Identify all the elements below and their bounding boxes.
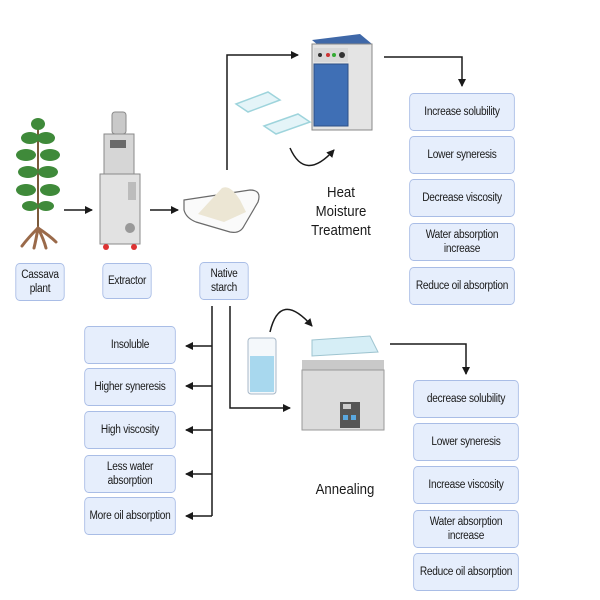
arrow-starch-to-annealing	[229, 306, 291, 412]
glass-tray-icon	[234, 91, 312, 135]
extractor-machine-icon	[99, 111, 141, 250]
arrow-starch-to-hmt	[226, 51, 299, 170]
native-property: More oil absorption	[84, 497, 176, 535]
annealing-label: Annealing	[315, 481, 375, 498]
hmt-effect: Lower syneresis	[409, 136, 515, 174]
starch-tray-icon	[183, 187, 260, 233]
cassava-plant-icon	[16, 118, 60, 250]
annealing-effect: decrease solubility	[413, 380, 519, 418]
arrow-hmt-to-effects	[384, 56, 466, 87]
native-starch-label: Native starch	[199, 262, 249, 300]
annealing-effect: Water absorption increase	[413, 510, 519, 548]
curved-arrow-hmt	[289, 147, 335, 167]
extractor-label: Extractor	[102, 263, 152, 299]
native-property: Less water absorption	[84, 455, 176, 493]
water-bath-icon	[301, 335, 385, 431]
native-property: High viscosity	[84, 411, 176, 449]
native-property: Higher syneresis	[84, 368, 176, 406]
hmt-label: Heat Moisture Treatment	[311, 184, 371, 239]
curved-arrow-annealing	[269, 308, 313, 333]
hmt-effect: Reduce oil absorption	[409, 267, 515, 305]
cassava-plant-label: Cassava plant	[15, 263, 65, 301]
hmt-effect: Water absorption increase	[409, 223, 515, 261]
native-property: Insoluble	[84, 326, 176, 364]
annealing-effect: Lower syneresis	[413, 423, 519, 461]
hmt-effect: Increase solubility	[409, 93, 515, 131]
annealing-effect: Reduce oil absorption	[413, 553, 519, 591]
annealing-effect: Increase viscosity	[413, 466, 519, 504]
oven-icon	[311, 34, 373, 131]
arrow-annealing-to-effects	[390, 343, 470, 375]
beaker-icon	[247, 337, 277, 395]
hmt-effect: Decrease viscosity	[409, 179, 515, 217]
